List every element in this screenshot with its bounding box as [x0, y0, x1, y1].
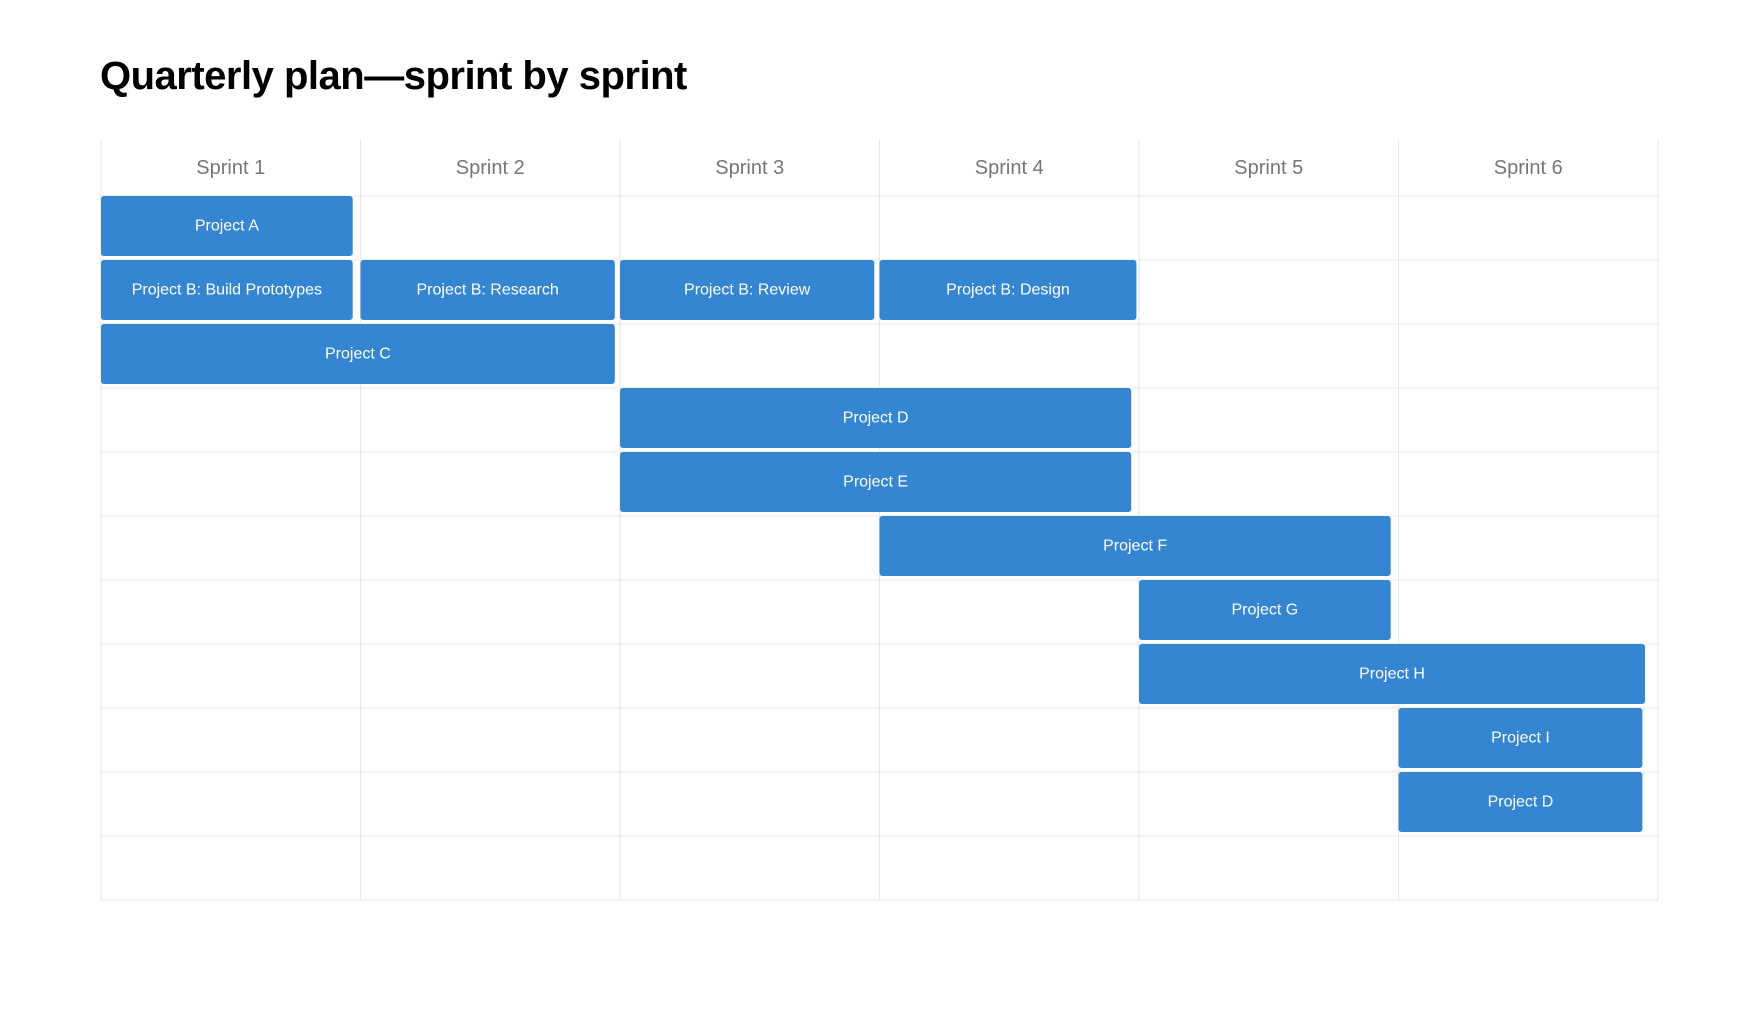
sprint-header-label: Sprint 2: [456, 157, 525, 179]
task-bar[interactable]: Project B: Build Prototypes: [101, 260, 353, 320]
task-bar-label: Project D: [1488, 794, 1554, 811]
task-bar-label: Project H: [1359, 666, 1425, 683]
task-bar[interactable]: Project D: [620, 388, 1132, 448]
sprint-header-label: Sprint 1: [196, 157, 265, 179]
task-bar-rect[interactable]: [1139, 644, 1646, 704]
task-bar[interactable]: Project A: [101, 196, 353, 256]
task-bar-label: Project B: Design: [946, 282, 1070, 299]
task-bar[interactable]: Project H: [1139, 644, 1646, 704]
task-bar[interactable]: Project E: [620, 452, 1132, 512]
task-bar-rect[interactable]: [879, 260, 1137, 320]
task-bar[interactable]: Project F: [879, 516, 1391, 576]
task-bar-rect[interactable]: [101, 324, 615, 384]
task-bar-rect[interactable]: [620, 260, 875, 320]
task-bar-rect[interactable]: [1398, 708, 1643, 768]
task-bar-rect[interactable]: [879, 516, 1391, 576]
task-bar-rect[interactable]: [1398, 772, 1643, 832]
task-bar-label: Project B: Research: [417, 282, 559, 299]
task-bar[interactable]: Project D: [1398, 772, 1643, 832]
sprint-header-label: Sprint 4: [975, 157, 1044, 179]
task-bar[interactable]: Project B: Research: [360, 260, 615, 320]
sprint-header-label: Sprint 6: [1494, 157, 1563, 179]
task-bar-label: Project B: Review: [684, 282, 811, 299]
task-bar[interactable]: Project C: [101, 324, 615, 384]
task-bar-rect[interactable]: [101, 260, 353, 320]
task-bar-rect[interactable]: [620, 388, 1132, 448]
task-bar-rect[interactable]: [360, 260, 615, 320]
task-bar[interactable]: Project B: Review: [620, 260, 875, 320]
task-bar-label: Project C: [325, 346, 391, 363]
sprint-header: Sprint 1 Sprint 2 Sprint 3 Sprint 4 Sprint 5…: [196, 157, 1562, 179]
task-bar-label: Project F: [1103, 538, 1167, 555]
task-bar-rect[interactable]: [1139, 580, 1391, 640]
chart-title: Quarterly plan—sprint by sprint: [100, 54, 687, 98]
task-bar-label: Project E: [843, 474, 908, 491]
task-bar-label: Project A: [195, 218, 259, 235]
sprint-header-label: Sprint 3: [715, 157, 784, 179]
task-bar-rect[interactable]: [101, 196, 353, 256]
task-bar[interactable]: Project B: Design: [879, 260, 1137, 320]
task-bar-label: Project I: [1491, 730, 1550, 747]
task-bar-label: Project G: [1232, 602, 1299, 619]
task-bar[interactable]: Project I: [1398, 708, 1643, 768]
task-bar-rect[interactable]: [620, 452, 1132, 512]
task-bar-label: Project D: [843, 410, 909, 427]
sprint-header-label: Sprint 5: [1234, 157, 1303, 179]
task-bar-label: Project B: Build Prototypes: [132, 282, 322, 299]
task-bar[interactable]: Project G: [1139, 580, 1391, 640]
